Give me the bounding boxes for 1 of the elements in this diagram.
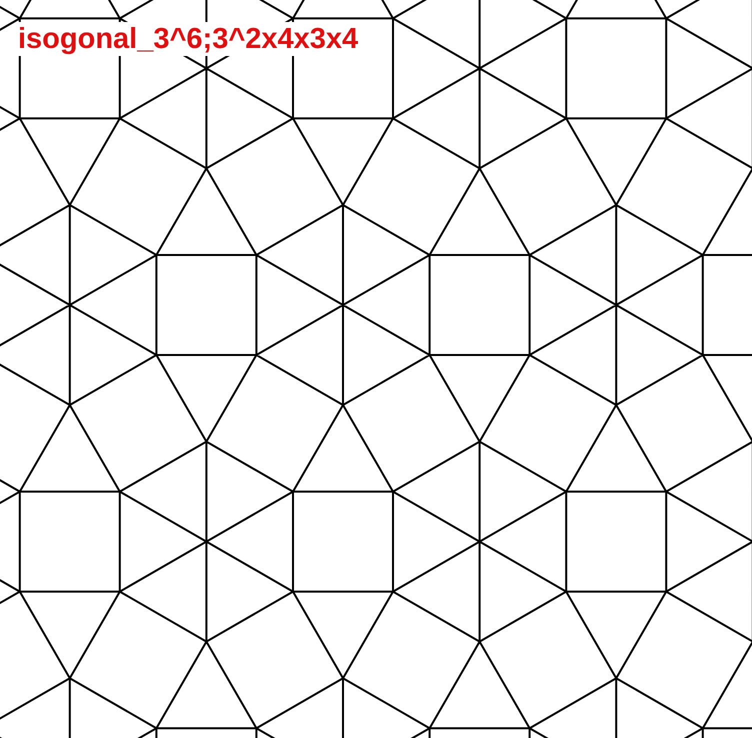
title: isogonal_3^6;3^2x4x3x4 (16, 22, 360, 56)
